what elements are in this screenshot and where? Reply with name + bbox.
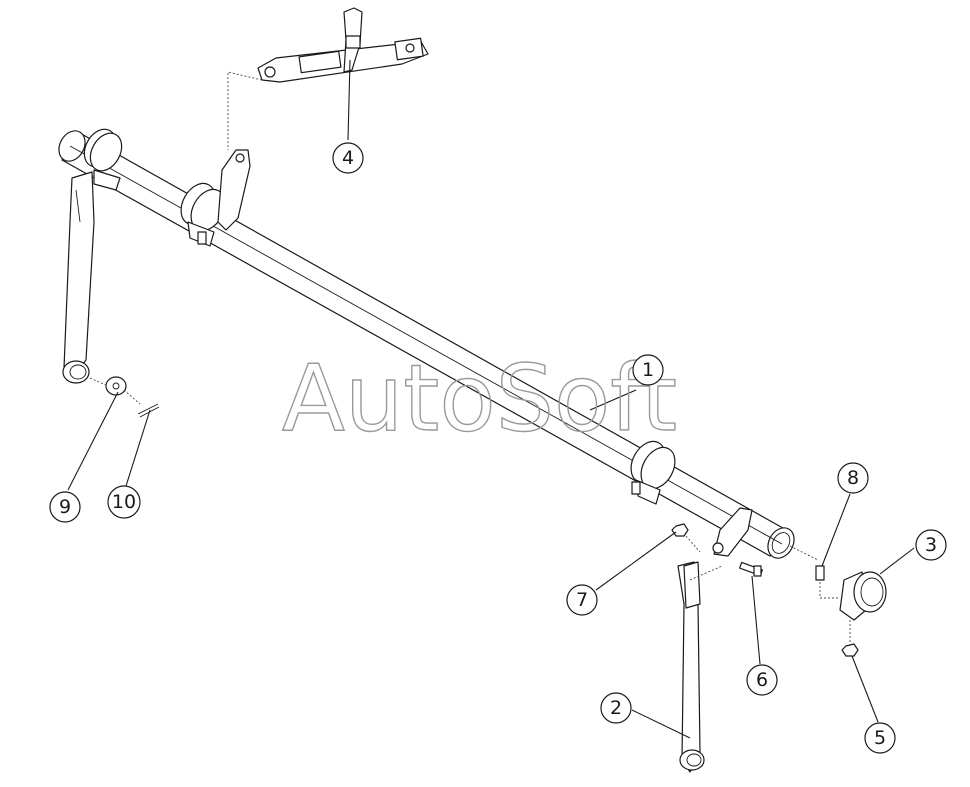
callout-10-label: 10 (112, 491, 136, 513)
nut-part-5 (841, 643, 859, 657)
right-bearing (630, 440, 676, 505)
callout-5-label: 5 (874, 727, 886, 749)
callout-10: 10 (107, 485, 141, 519)
bolt-part-6 (739, 561, 763, 577)
callout-1: 1 (632, 354, 664, 386)
callout-4-label: 4 (342, 147, 354, 169)
callout-7-label: 7 (576, 589, 588, 611)
lower-lever-arm (677, 561, 705, 773)
upper-bracket (217, 149, 251, 231)
left-bearing (83, 128, 123, 191)
mid-left-bearing (180, 182, 226, 247)
leader-lines (67, 59, 915, 739)
right-bracket (712, 507, 753, 557)
callout-4: 4 (332, 142, 364, 174)
callout-8: 8 (837, 462, 869, 494)
callout-9-label: 9 (59, 496, 71, 518)
callout-6: 6 (746, 664, 778, 696)
nut-part-7 (671, 523, 689, 537)
callout-2: 2 (600, 692, 632, 724)
callout-9: 9 (49, 491, 81, 523)
adjuster-assembly (257, 7, 429, 83)
callout-6-label: 6 (756, 669, 768, 691)
callout-3: 3 (915, 529, 947, 561)
bolt-part-8 (815, 565, 825, 581)
callout-2-label: 2 (610, 697, 622, 719)
watermark-text: AutoSoft (282, 345, 677, 452)
left-lever-arm (62, 171, 95, 384)
washer-part-9 (105, 376, 127, 396)
callout-1-label: 1 (642, 359, 654, 381)
callout-3-label: 3 (925, 534, 937, 556)
callout-7: 7 (566, 584, 598, 616)
callout-5: 5 (864, 722, 896, 754)
bearing-housing (839, 571, 887, 621)
callout-8-label: 8 (847, 467, 859, 489)
